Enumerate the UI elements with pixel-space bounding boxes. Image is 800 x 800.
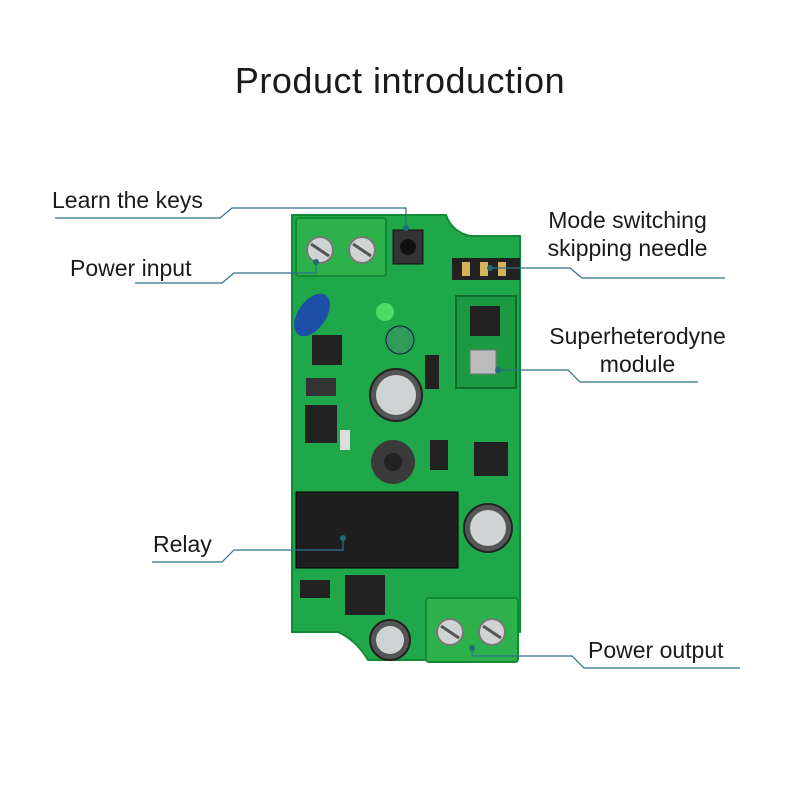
callout-power-output	[469, 645, 740, 669]
label-superheterodyne-line1: Superheterodyne	[549, 323, 726, 349]
relay-block	[295, 491, 459, 569]
led	[376, 303, 394, 321]
label-power-input: Power input	[70, 255, 192, 281]
output-terminal-block	[425, 597, 519, 663]
label-superheterodyne-line2: module	[599, 351, 676, 377]
callout-mode-switching	[487, 265, 725, 279]
ic-chip	[305, 405, 337, 443]
label-relay: Relay	[153, 531, 212, 557]
label-mode-switching-line2: skipping needle	[547, 235, 708, 261]
label-power-output: Power output	[588, 637, 724, 663]
callout-relay	[152, 535, 346, 563]
page-title: Product introduction	[234, 60, 566, 101]
ic-chip	[474, 442, 508, 476]
callout-learn-keys	[55, 207, 409, 231]
label-learn-keys: Learn the keys	[52, 187, 203, 213]
x-capacitor	[294, 293, 330, 337]
ic-chip	[312, 335, 342, 365]
callout-power-input	[135, 259, 319, 284]
label-mode-switching-line1: Mode switching	[548, 207, 707, 233]
callout-superheterodyne	[495, 367, 698, 383]
